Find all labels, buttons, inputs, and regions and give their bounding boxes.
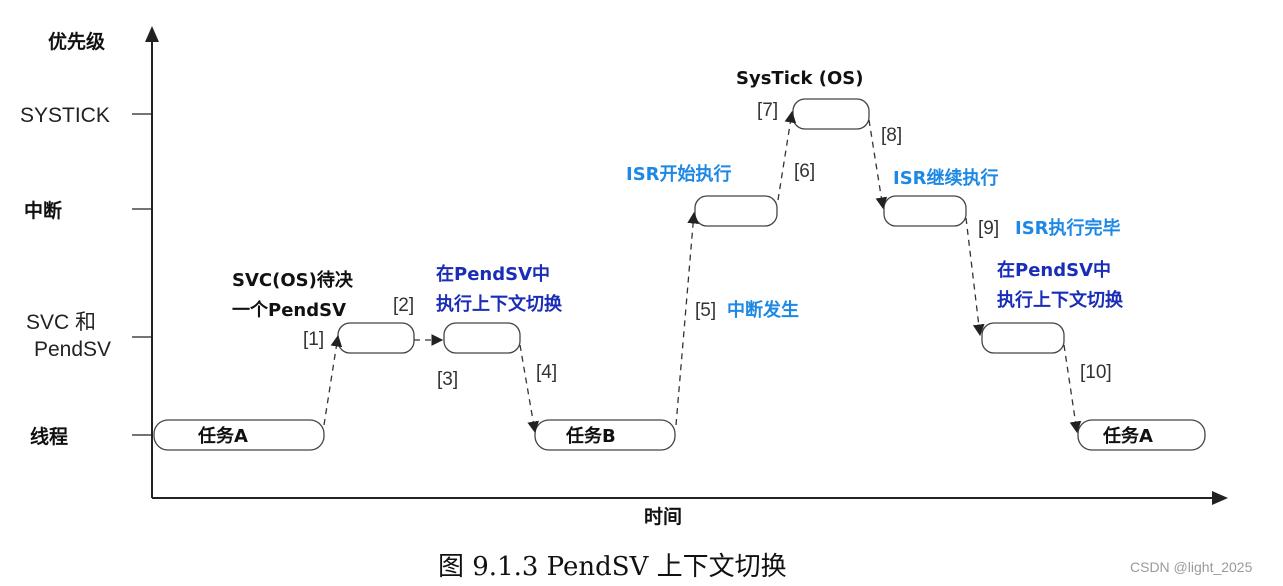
box-isr-2 [883,195,967,227]
box-systick [792,98,870,130]
step-9: [9] [978,218,999,239]
note-pendsv-switch-2-line1: 在PendSV中 [997,259,1111,281]
arrow-8 [868,119,888,210]
step-4: [4] [536,362,557,383]
box-isr-1 [694,195,778,227]
y-axis-title: 优先级 [48,30,105,53]
box-task-a-end [1077,419,1206,451]
note-svc-pending-line2: 一个PendSV [232,299,346,321]
note-systick-os: SysTick (OS) [736,68,864,89]
y-axis-arrow-icon [145,26,159,42]
box-pendsv-2 [981,322,1065,354]
arrow-4 [519,344,539,434]
level-label-systick: SYSTICK [20,104,110,127]
note-isr-start: ISR开始执行 [626,163,732,185]
box-svc [337,322,415,354]
step-5: [5] [695,300,716,321]
note-pendsv-switch-2-line2: 执行上下文切换 [997,289,1124,311]
note-interrupt-occurs: 中断发生 [727,299,799,321]
step-8: [8] [881,125,902,146]
arrow-9 [965,217,985,337]
arrow-10 [1063,344,1082,434]
x-axis-title: 时间 [644,506,682,528]
note-isr-continue: ISR继续执行 [893,167,999,189]
step-10: [10] [1080,362,1112,383]
watermark: CSDN @light_2025 [1130,559,1253,575]
level-label-pendsv: PendSV [34,338,111,361]
x-axis-arrow-icon [1212,491,1228,505]
arrow-1 [323,334,343,426]
note-isr-done: ISR执行完毕 [1015,217,1121,239]
step-3: [3] [437,369,458,390]
note-svc-pending-line1: SVC(OS)待决 [232,269,354,291]
step-2: [2] [393,295,414,316]
arrow-5 [675,211,699,426]
box-task-a-start [153,419,325,451]
box-pendsv-1 [443,322,521,354]
note-pendsv-switch-1-line1: 在PendSV中 [436,263,550,285]
level-label-interrupt: 中断 [24,199,62,222]
level-label-thread: 线程 [30,425,68,448]
note-pendsv-switch-1-line2: 执行上下文切换 [436,293,563,315]
box-task-a-start-label: 任务A [197,425,248,447]
step-7: [7] [757,100,778,121]
box-task-a-end-label: 任务A [1102,425,1153,447]
step-1: [1] [303,329,324,350]
arrow-6 [777,110,797,201]
level-label-svc: SVC 和 [26,311,96,334]
box-task-b [534,419,676,451]
figure-caption: 图 9.1.3 PendSV 上下文切换 [438,552,787,582]
box-task-b-label: 任务B [565,425,616,447]
step-6: [6] [794,161,815,182]
